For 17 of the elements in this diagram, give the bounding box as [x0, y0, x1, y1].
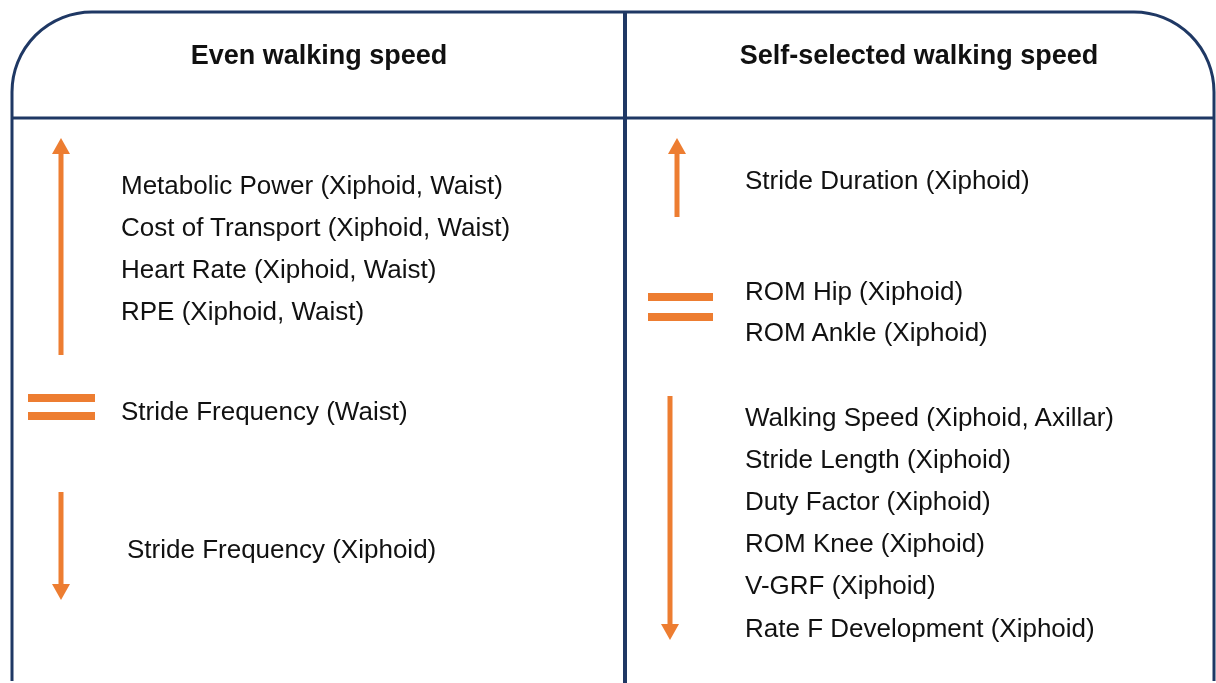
measure-label: Heart Rate (Xiphoid, Waist) — [121, 253, 437, 285]
measure-label: ROM Knee (Xiphoid) — [745, 527, 985, 559]
measure-label: Metabolic Power (Xiphoid, Waist) — [121, 169, 503, 201]
measure-label: Duty Factor (Xiphoid) — [745, 485, 991, 517]
measure-label: Stride Length (Xiphoid) — [745, 443, 1011, 475]
measure-label: ROM Hip (Xiphoid) — [745, 275, 964, 307]
measure-label: V-GRF (Xiphoid) — [745, 569, 936, 601]
measure-label: ROM Ankle (Xiphoid) — [745, 316, 988, 348]
measure-label: RPE (Xiphoid, Waist) — [121, 295, 365, 327]
column-header: Self-selected walking speed — [738, 39, 1100, 72]
column-header: Even walking speed — [189, 39, 449, 72]
measure-label: Walking Speed (Xiphoid, Axillar) — [745, 401, 1114, 433]
measure-label: Rate F Development (Xiphoid) — [745, 612, 1095, 644]
measure-label: Stride Frequency (Xiphoid) — [127, 533, 437, 565]
measure-label: Stride Frequency (Waist) — [121, 395, 408, 427]
measure-label: Cost of Transport (Xiphoid, Waist) — [121, 211, 511, 243]
measure-label: Stride Duration (Xiphoid) — [745, 164, 1030, 196]
